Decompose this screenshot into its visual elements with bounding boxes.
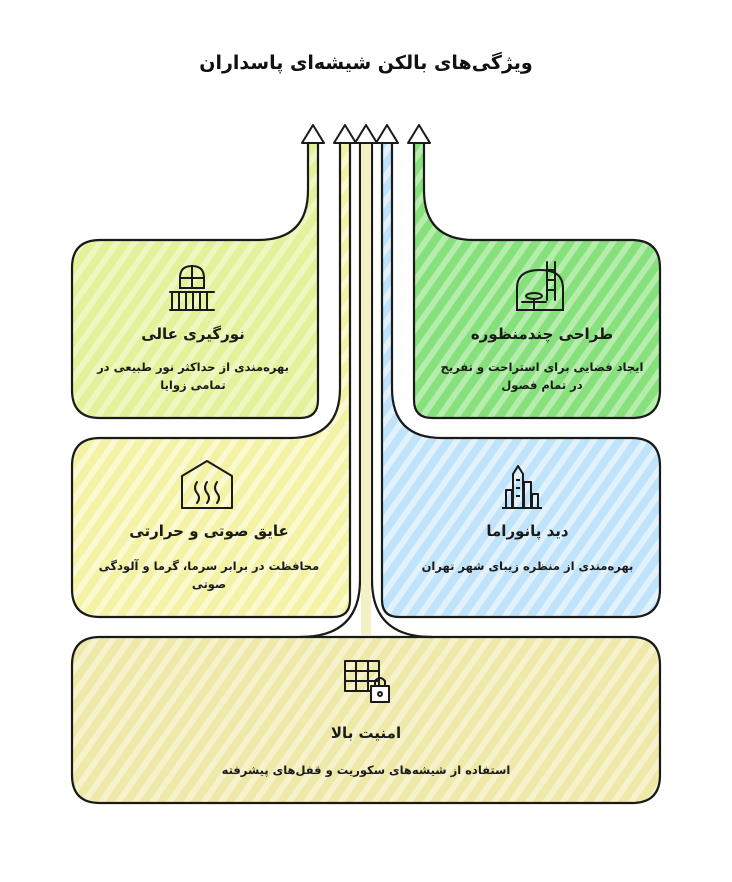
insulation-text: عایق صوتی و حرارتی محافظت در برابر سرما،… (84, 522, 334, 593)
window-lock-icon (344, 660, 390, 703)
panorama-text: دید پانوراما بهره‌مندی از منظره زیبای شه… (405, 522, 650, 575)
security-stem (299, 135, 433, 639)
panorama-card (380, 133, 662, 619)
lighting-card (70, 133, 320, 420)
lighting-desc-line-2: تمامی زوایا (160, 378, 226, 392)
lighting-text: نورگیری عالی بهره‌مندی از حداکثر نور طبی… (88, 325, 298, 394)
security-text: امنیت بالا استفاده از شیشه‌های سکوریت و … (166, 724, 566, 779)
panorama-desc-line-1: بهره‌مندی از منظره زیبای شهر تهران (421, 559, 634, 573)
panorama-title: دید پانوراما (486, 522, 569, 540)
insulation-title: عایق صوتی و حرارتی (129, 522, 289, 540)
heat-house-icon (181, 460, 233, 509)
city-skyline-icon (502, 465, 542, 509)
design-desc-line-1: ایجاد فضایی برای استراحت و تفریح (440, 360, 644, 374)
security-desc-line-1: استفاده از شیشه‌های سکوریت و قفل‌های پیش… (221, 763, 511, 777)
multipurpose-room-icon (516, 261, 564, 311)
security-stem-fill (361, 135, 371, 635)
design-card (412, 133, 662, 420)
security-title: امنیت بالا (330, 724, 402, 742)
arrow-security (354, 124, 378, 144)
security-card (70, 635, 662, 805)
arrow-design (407, 124, 431, 144)
arrowheads (301, 124, 431, 144)
arrow-lighting (301, 124, 325, 144)
insulation-desc-line-1: محافظت در برابر سرما، گرما و آلودگی (98, 559, 320, 573)
design-title: طراحی چندمنظوره (470, 325, 614, 343)
design-desc-line-2: در تمام فصول (501, 378, 583, 392)
page-title: ویژگی‌های بالکن شیشه‌ای پاسداران (199, 52, 533, 74)
arrow-insulation (333, 124, 357, 144)
window-balcony-icon (169, 264, 215, 311)
design-text: طراحی چندمنظوره ایجاد فضایی برای استراحت… (432, 325, 652, 394)
insulation-desc-line-2: صوتی (191, 577, 227, 591)
arrow-panorama (375, 124, 399, 144)
lighting-desc-line-1: بهره‌مندی از حداکثر نور طبیعی در (97, 360, 289, 374)
lighting-title: نورگیری عالی (141, 325, 245, 343)
insulation-card (70, 133, 352, 619)
